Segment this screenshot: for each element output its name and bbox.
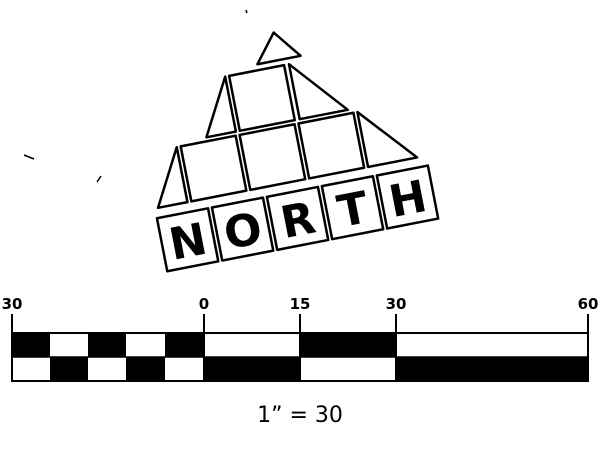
north-letter-box-t	[320, 174, 385, 241]
scale-label-30-right: 30	[386, 295, 407, 313]
north-arrow-row2-square-2	[238, 122, 307, 192]
scale-label-60: 60	[578, 295, 599, 313]
scale-cell	[204, 333, 300, 357]
north-letter-box-h	[375, 164, 440, 230]
north-arrow-row2-square-3	[297, 111, 366, 180]
scale-cell	[12, 357, 50, 381]
scale-cell	[88, 357, 126, 381]
scale-cell	[165, 357, 204, 381]
north-letter-box-o	[210, 196, 275, 262]
north-arrow-row1-square	[227, 63, 297, 133]
scale-label-15: 15	[290, 295, 311, 313]
scale-cell	[396, 333, 588, 357]
north-arrow-row1-left-triangle	[205, 75, 238, 139]
scan-specks	[23, 9, 248, 183]
scale-cell	[300, 333, 396, 357]
north-letter-box-r	[265, 185, 330, 252]
north-arrow-apex-triangle	[256, 31, 302, 66]
scale-cell	[50, 333, 88, 357]
scale-cell	[165, 333, 204, 357]
scale-cell	[88, 333, 126, 357]
scale-cell	[12, 333, 50, 357]
scale-cell	[300, 357, 396, 381]
scale-label-0: 0	[199, 295, 209, 313]
north-letter-box-n	[155, 207, 220, 273]
north-arrow: N O R T H	[155, 31, 440, 273]
north-arrow-row2-right-triangle	[356, 110, 419, 169]
scale-cell	[126, 357, 165, 381]
north-arrow-row1-right-triangle	[287, 62, 350, 121]
scale-bar: 30 0 15 30 60	[2, 295, 599, 428]
scale-cell	[204, 357, 300, 381]
scale-cell	[126, 333, 165, 357]
scale-cell	[396, 357, 588, 381]
north-arrow-row2-square-1	[179, 134, 248, 203]
scale-ratio-label: 1” = 30	[257, 403, 343, 428]
north-arrow-row2-left-triangle	[156, 145, 189, 210]
scale-cell	[50, 357, 88, 381]
scale-label-30-left: 30	[2, 295, 23, 313]
